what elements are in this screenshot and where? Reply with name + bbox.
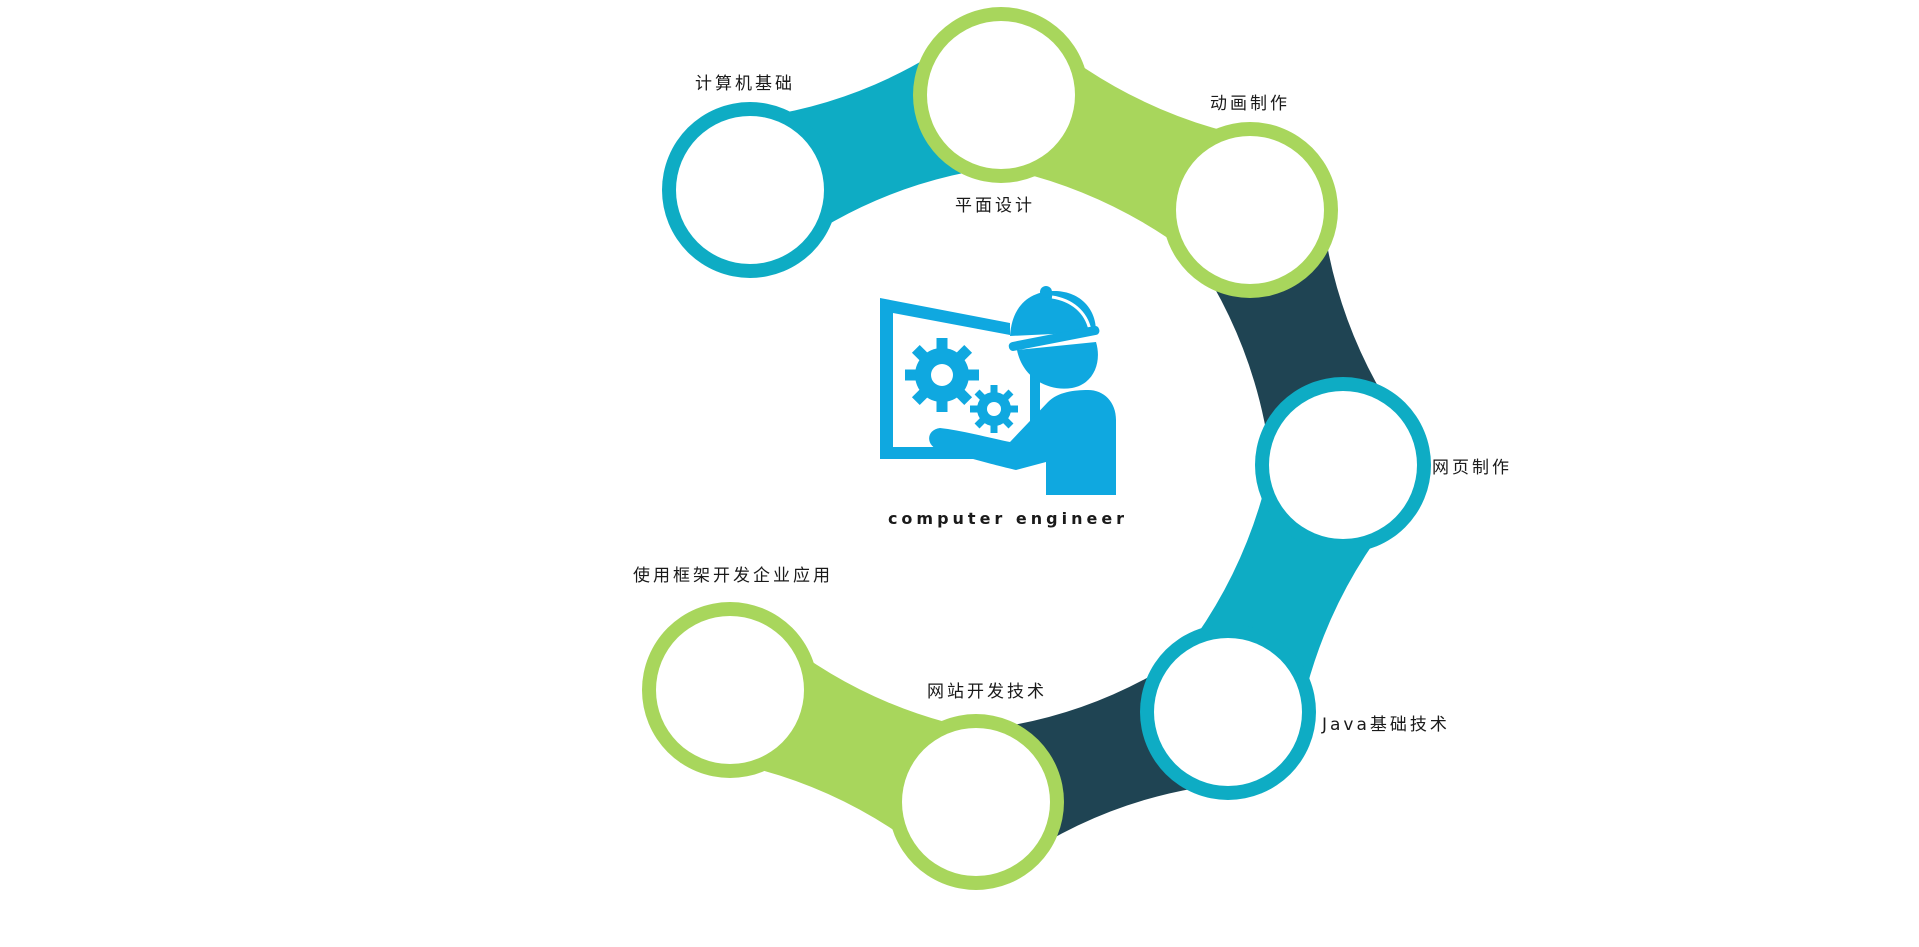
helmet-shape	[1010, 290, 1096, 336]
head-shape	[1017, 342, 1098, 389]
node-label-0: 计算机基础	[695, 74, 795, 94]
node-ring-inner-0	[676, 116, 824, 264]
center-caption: computer engineer	[888, 509, 1128, 528]
computer-engineer-icon	[880, 286, 1116, 495]
node-ring-4	[1140, 624, 1316, 800]
node-ring-3	[1255, 377, 1431, 553]
node-label-3: 网页制作	[1432, 458, 1512, 478]
gear-large-icon	[905, 338, 979, 412]
node-ring-inner-6	[656, 616, 804, 764]
gear-big-tooth	[936, 338, 948, 352]
node-ring-2	[1162, 122, 1338, 298]
nodes-layer	[642, 7, 1431, 890]
node-ring-0	[662, 102, 838, 278]
gear-small-tooth	[990, 385, 998, 396]
gear-small-hole	[987, 402, 1001, 416]
gear-big-hole	[931, 364, 953, 386]
gear-small-tooth	[990, 422, 998, 433]
helmet-top	[1040, 286, 1052, 298]
gear-big-tooth	[936, 398, 948, 412]
node-ring-6	[642, 602, 818, 778]
node-ring-5	[888, 714, 1064, 890]
node-ring-inner-5	[902, 728, 1050, 876]
node-ring-inner-4	[1154, 638, 1302, 786]
node-label-6: 使用框架开发企业应用	[633, 565, 833, 586]
helmet-stripe	[1051, 295, 1092, 331]
node-label-5: 网站开发技术	[927, 682, 1047, 702]
helmet-brim	[1008, 325, 1100, 351]
node-ring-inner-1	[927, 21, 1075, 169]
node-ring-1	[913, 7, 1089, 183]
node-label-2: 动画制作	[1210, 94, 1290, 114]
body-shape	[929, 390, 1116, 495]
node-label-4: Java基础技术	[1321, 715, 1450, 735]
node-label-1: 平面设计	[955, 196, 1035, 216]
gear-small-icon	[970, 385, 1018, 433]
node-ring-inner-2	[1176, 136, 1324, 284]
node-ring-inner-3	[1269, 391, 1417, 539]
